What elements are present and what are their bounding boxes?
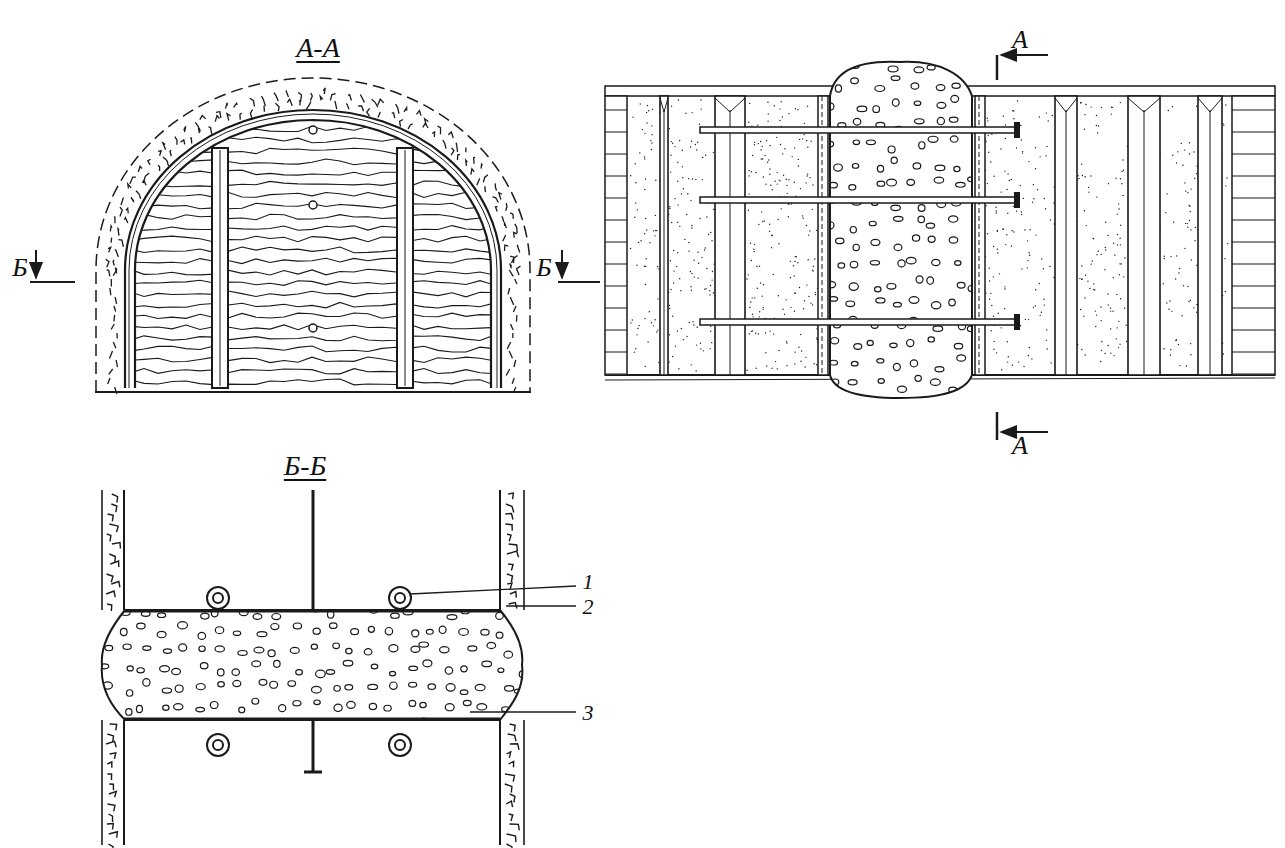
timber-post <box>397 148 413 388</box>
cross-section-a <box>95 78 531 394</box>
bolt <box>309 324 317 332</box>
rock-hatching <box>106 88 521 394</box>
bolt <box>309 126 317 134</box>
steel-arch <box>129 114 497 388</box>
cross-section-b <box>100 490 576 848</box>
anchor-rod <box>700 192 1020 208</box>
leader-line <box>506 605 576 606</box>
steel-arch <box>135 120 491 388</box>
callout-number: 2 <box>583 596 594 618</box>
section-letter: А <box>1012 433 1028 459</box>
rock-wall <box>500 490 524 610</box>
anchor-bolt <box>207 587 229 609</box>
frame-column <box>1198 96 1222 375</box>
timber-lagging <box>130 115 494 385</box>
longitudinal-view <box>605 56 1275 413</box>
section-title: А-А <box>296 34 340 62</box>
anchor-bolt <box>207 734 229 756</box>
section-letter: Б <box>536 255 551 281</box>
excavation-outline <box>96 78 530 392</box>
anchor-bolt <box>389 587 411 609</box>
callout-number: 1 <box>583 571 594 593</box>
tie-rod <box>304 721 322 772</box>
leader-line <box>410 586 576 594</box>
frame-column <box>1055 96 1077 375</box>
anchor-rod <box>700 314 1020 330</box>
section-mark <box>997 55 1048 80</box>
leader-line <box>470 711 576 712</box>
anchor-rod <box>700 122 1020 138</box>
rock-wall <box>102 490 126 611</box>
concrete-plug <box>102 610 523 720</box>
frame-column <box>715 96 745 375</box>
steel-arch <box>125 110 501 388</box>
rock-wall <box>500 720 524 848</box>
frame-column <box>660 96 668 375</box>
tie-rod <box>312 490 315 609</box>
anchor-bolt <box>389 734 411 756</box>
section-title: Б-Б <box>284 452 326 480</box>
section-mark <box>558 250 600 282</box>
section-letter: Б <box>12 255 27 281</box>
callout-number: 3 <box>583 702 594 724</box>
concrete-plug <box>830 62 972 398</box>
bolt <box>309 201 317 209</box>
section-mark <box>30 250 75 282</box>
rock-wall <box>102 720 126 848</box>
timber-post <box>212 148 228 388</box>
section-letter: А <box>1012 27 1028 53</box>
frame-column <box>1128 96 1160 375</box>
floor-line <box>95 391 531 393</box>
